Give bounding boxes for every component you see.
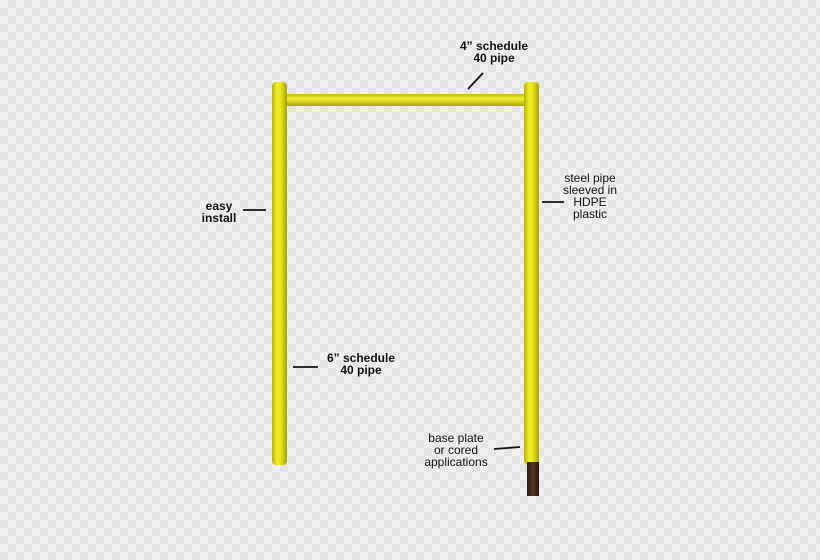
label-line: sleeved in: [562, 183, 618, 197]
label-base-plate-or-cored: base plate or cored applications: [418, 432, 494, 468]
right-post: [524, 82, 539, 465]
label-line: easy: [205, 199, 233, 213]
label-line: base plate: [428, 431, 484, 445]
label-easy-install: easy install: [196, 200, 242, 224]
label-line: 4” schedule: [459, 39, 529, 53]
leader-top-pipe: [467, 72, 484, 90]
top-horizontal-pipe: [280, 94, 532, 106]
label-line: plastic: [572, 207, 607, 221]
label-line: steel pipe: [564, 171, 616, 185]
label-line: install: [201, 211, 237, 225]
leader-base-plate: [493, 446, 521, 450]
label-line: or cored: [433, 443, 479, 457]
label-steel-pipe-sleeved-hdpe: steel pipe sleeved in HDPE plastic: [556, 172, 624, 220]
label-line: 40 pipe: [340, 363, 382, 377]
left-post: [272, 82, 287, 465]
label-line: applications: [424, 455, 488, 469]
label-line: 6” schedule: [326, 351, 396, 365]
label-6in-schedule-40-pipe: 6” schedule 40 pipe: [318, 352, 404, 376]
label-4in-schedule-40-pipe: 4” schedule 40 pipe: [450, 40, 538, 64]
label-line: 40 pipe: [473, 51, 515, 65]
base-plate-stub: [527, 462, 539, 496]
label-line: HDPE: [573, 195, 607, 209]
